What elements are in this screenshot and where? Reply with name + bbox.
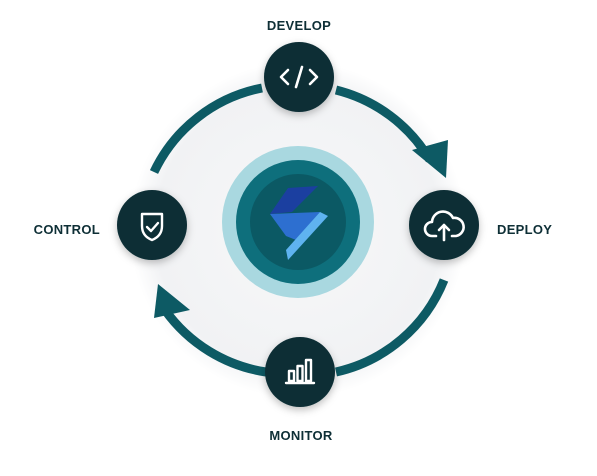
develop-label: DEVELOP [267, 18, 331, 33]
monitor-label: MONITOR [269, 428, 333, 443]
code-icon [279, 65, 319, 89]
lightning-logo-icon [270, 186, 328, 260]
arc-control-to-develop [149, 83, 263, 174]
node-control[interactable]: CONTROL [34, 190, 187, 260]
node-develop[interactable]: DEVELOP [264, 18, 334, 112]
control-label: CONTROL [34, 222, 100, 237]
center-emblem [222, 146, 374, 298]
deploy-label: DEPLOY [497, 222, 552, 237]
monitor-circle [265, 337, 335, 407]
arc-deploy-to-monitor [335, 278, 449, 377]
shield-check-icon [140, 212, 164, 242]
arrowhead-control [154, 284, 190, 318]
bar-chart-icon [284, 358, 316, 385]
arrowhead-deploy [412, 140, 448, 178]
control-circle [117, 190, 187, 260]
node-deploy[interactable]: DEPLOY [409, 190, 552, 260]
node-monitor[interactable]: MONITOR [265, 337, 335, 443]
cloud-upload-icon [423, 210, 465, 242]
arc-monitor-to-control [161, 307, 267, 377]
